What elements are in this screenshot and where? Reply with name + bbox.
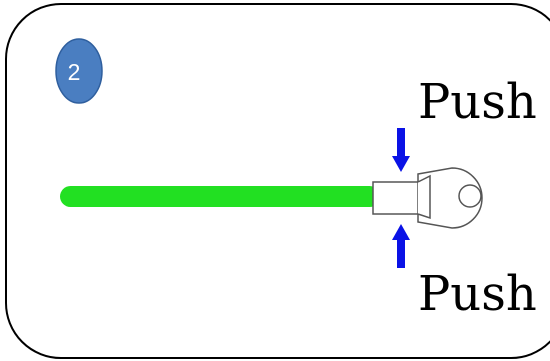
barrel-funnel bbox=[417, 174, 431, 220]
arrow-down-icon bbox=[392, 128, 410, 172]
arrow-up-icon bbox=[392, 224, 410, 268]
crimp-barrel bbox=[372, 181, 419, 215]
step-badge: 2 bbox=[55, 38, 103, 104]
terminal-tongue bbox=[417, 167, 483, 229]
push-label-bottom: Push bbox=[418, 266, 537, 322]
push-label-top: Push bbox=[418, 74, 537, 130]
step-number: 2 bbox=[68, 59, 81, 85]
ring-terminal bbox=[372, 167, 483, 229]
terminal-ring-hole bbox=[458, 184, 482, 208]
panel-background bbox=[5, 3, 550, 359]
step-badge-shape bbox=[55, 38, 103, 104]
wire bbox=[60, 186, 380, 207]
